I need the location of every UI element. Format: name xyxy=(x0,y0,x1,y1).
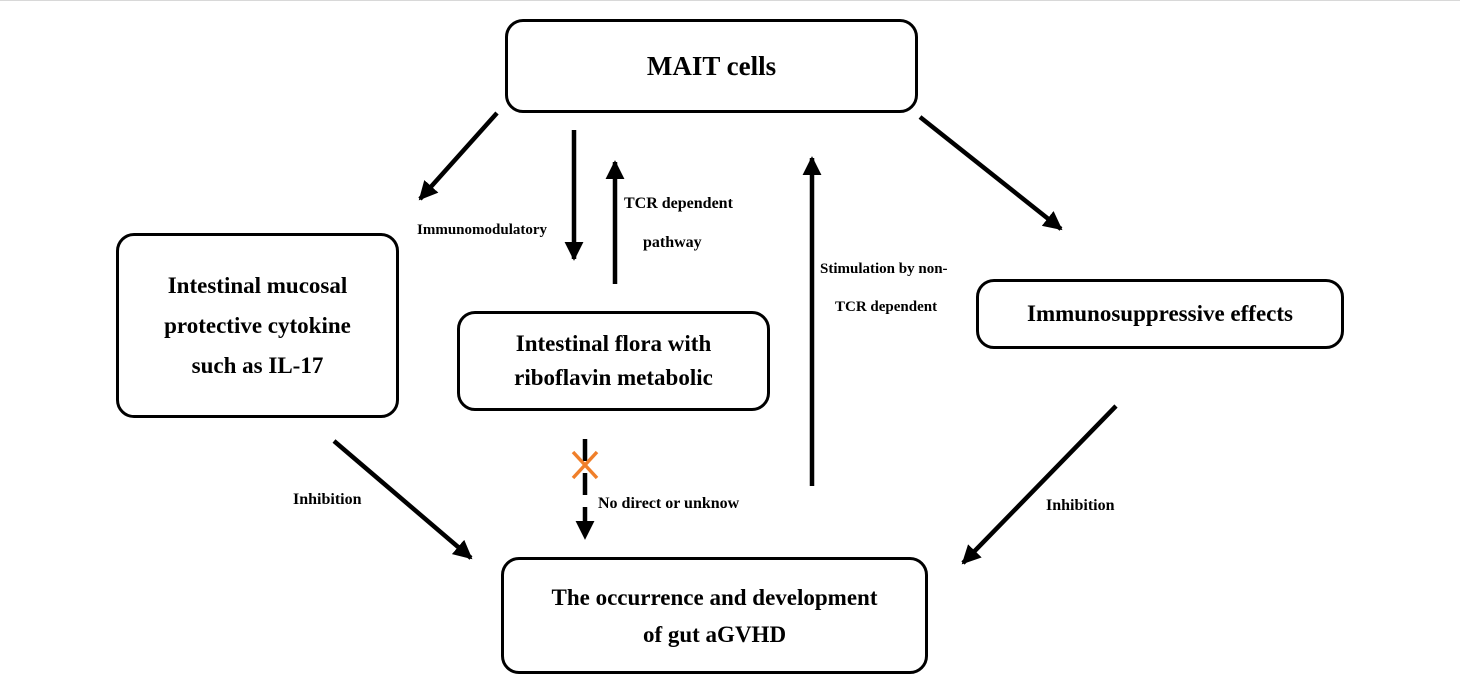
arrow-mait-to-immuno xyxy=(918,115,1063,231)
node-flora-line-2: riboflavin metabolic xyxy=(514,365,713,390)
node-intestinal-mucosal: Intestinal mucosal protective cytokine s… xyxy=(116,233,399,418)
arrow-mucosal-to-agvhd xyxy=(332,439,473,560)
label-no-direct: No direct or unknow xyxy=(598,495,740,512)
arrow-immuno-to-agvhd xyxy=(961,404,1118,565)
node-mucosal-line-3: such as IL-17 xyxy=(191,352,324,378)
label-immunomodulatory: Immunomodulatory xyxy=(417,222,548,238)
node-agvhd-line-2: of gut aGVHD xyxy=(642,621,787,647)
node-immuno-label: Immunosuppressive effects xyxy=(1027,301,1293,326)
node-agvhd-line-1: The occurrence and development xyxy=(551,584,878,610)
label-tcr-dependent-2: pathway xyxy=(643,234,702,251)
label-inhibition-left: Inhibition xyxy=(293,491,362,508)
node-mucosal-line-1: Intestinal mucosal xyxy=(167,272,348,298)
cross-icon xyxy=(571,450,599,480)
node-mait-cells: MAIT cells xyxy=(505,19,918,113)
label-tcr-dependent-1: TCR dependent xyxy=(624,195,733,212)
label-non-tcr-2: TCR dependent xyxy=(835,299,938,315)
arrow-mait-to-mucosal xyxy=(418,111,499,201)
label-non-tcr-1: Stimulation by non- xyxy=(820,261,948,277)
node-immunosuppressive: Immunosuppressive effects xyxy=(976,279,1344,349)
node-mucosal-line-2: protective cytokine xyxy=(164,312,351,338)
node-intestinal-flora: Intestinal flora with riboflavin metabol… xyxy=(457,311,770,411)
label-inhibition-right: Inhibition xyxy=(1046,497,1115,514)
node-flora-line-1: Intestinal flora with xyxy=(515,331,712,356)
node-mait-label: MAIT cells xyxy=(646,50,777,81)
top-divider xyxy=(0,0,1460,1)
node-gut-agvhd: The occurrence and development of gut aG… xyxy=(501,557,928,674)
